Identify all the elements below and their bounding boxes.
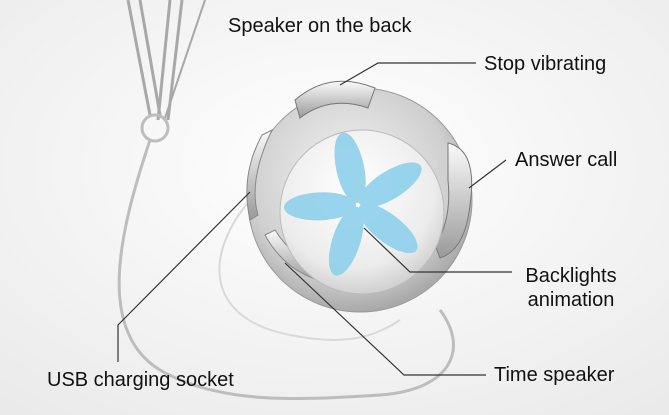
label-time-speaker: Time speaker: [494, 364, 615, 386]
leader-stop-vibrating: [339, 62, 476, 86]
leader-time-speaker: [284, 262, 486, 376]
label-speaker-back: Speaker on the back: [228, 15, 412, 37]
backlight-flower: [284, 132, 422, 276]
leader-answer-call: [468, 159, 507, 189]
leader-usb: [117, 191, 251, 362]
label-stop-vibrating: Stop vibrating: [484, 53, 607, 75]
label-usb-socket: USB charging socket: [47, 369, 234, 391]
answer-call-button: [434, 142, 473, 259]
usb-socket: [246, 128, 274, 221]
leader-lines: [117, 62, 512, 376]
label-backlights-animation: Backlights animation: [516, 264, 626, 312]
wire-loop: [117, 139, 455, 401]
chain-ring: [140, 113, 170, 143]
stop-vibrating-button: [294, 80, 376, 119]
leader-backlights: [363, 227, 512, 273]
chain: [126, 0, 206, 121]
label-backlights-line2: animation: [527, 289, 615, 311]
label-backlights-line1: Backlights: [525, 265, 617, 287]
label-answer-call: Answer call: [515, 149, 618, 171]
